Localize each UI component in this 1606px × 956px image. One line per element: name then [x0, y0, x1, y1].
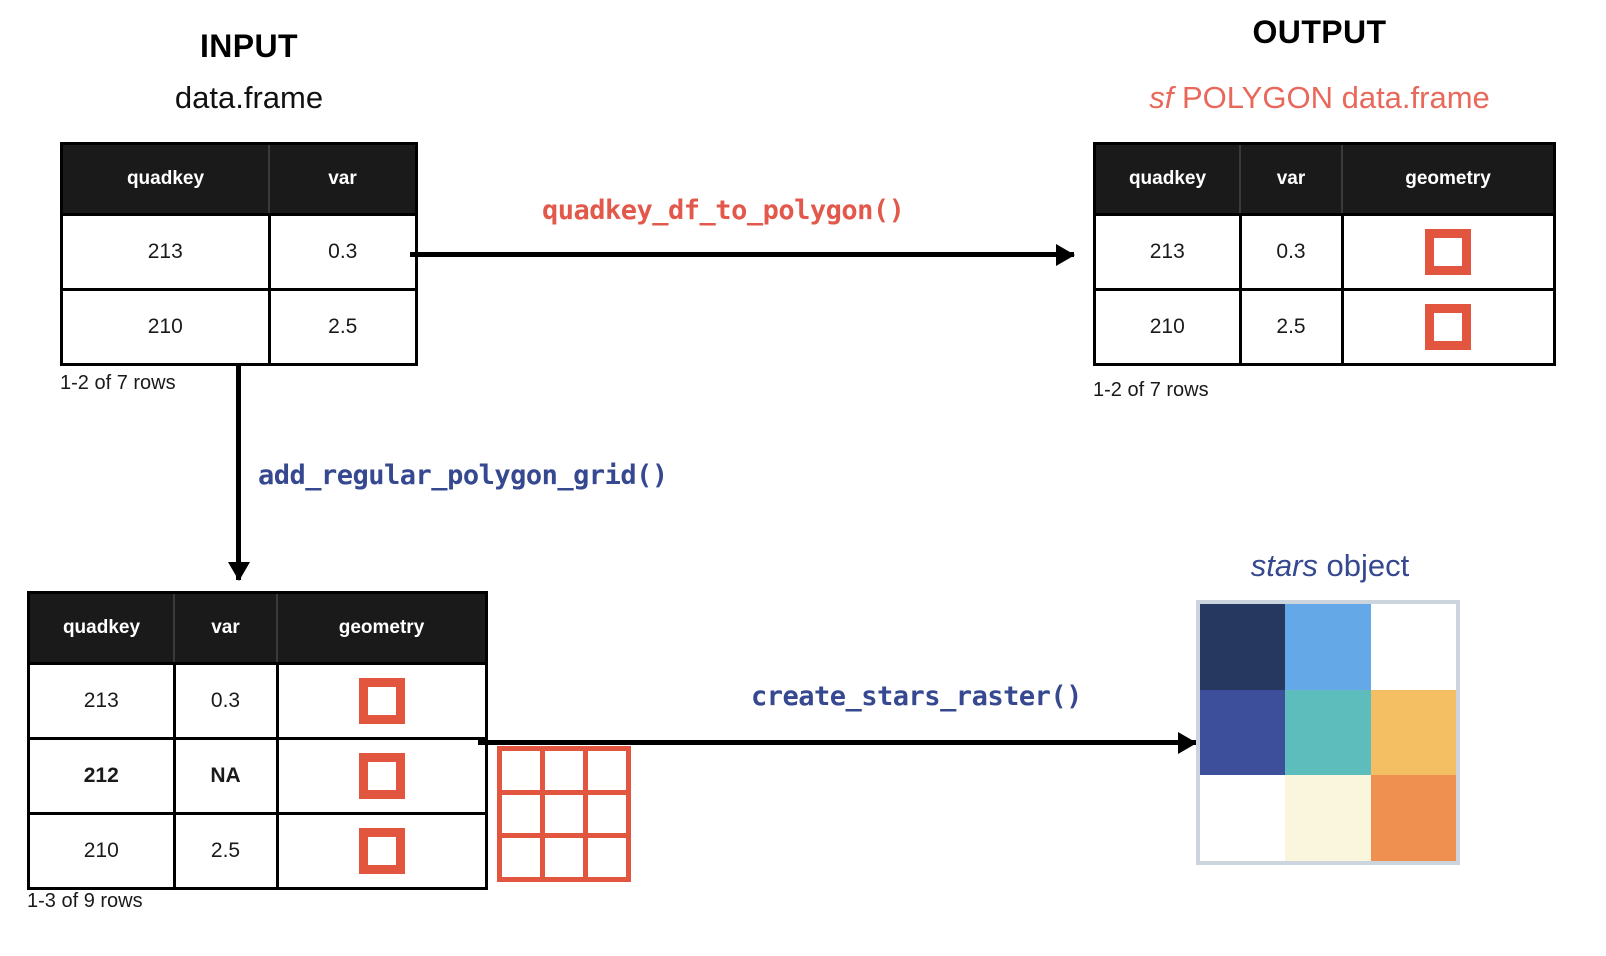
polygon-square-icon — [358, 828, 405, 874]
column-header-quadkey: quadkey — [28, 592, 175, 665]
label-add-regular-polygon-grid: add_regular_polygon_grid() — [258, 460, 668, 491]
polygon-square-icon — [1425, 304, 1472, 350]
cell-geometry — [1342, 214, 1555, 291]
grid-table: quadkey var geometry 213 0.3 212 NA 210 … — [27, 591, 488, 890]
cell-var: 0.3 — [174, 663, 279, 740]
grid-cell — [545, 751, 583, 790]
cell-var: 0.3 — [1240, 214, 1344, 291]
stars-raster — [1196, 600, 1460, 865]
output-subtitle-italic: sf — [1149, 80, 1174, 115]
cell-quadkey: 210 — [61, 289, 271, 365]
table-row: 210 2.5 — [28, 813, 487, 889]
label-quadkey-df-to-polygon: quadkey_df_to_polygon() — [542, 195, 905, 226]
cell-quadkey: 213 — [1094, 214, 1242, 291]
cell-geometry — [277, 738, 487, 815]
grid-cell — [588, 751, 626, 790]
cell-quadkey: 212 — [28, 738, 176, 815]
cell-quadkey: 213 — [61, 214, 271, 291]
cell-geometry — [277, 663, 487, 740]
arrow-input-to-grid-table — [236, 365, 241, 580]
arrow-input-to-output — [410, 252, 1074, 257]
column-header-geometry: geometry — [277, 592, 487, 665]
output-subtitle-rest: POLYGON data.frame — [1173, 80, 1490, 115]
grid-cell — [502, 794, 540, 834]
polygon-square-icon — [358, 678, 405, 724]
output-title: OUTPUT — [1252, 14, 1387, 50]
raster-cell-r2c2 — [1370, 775, 1456, 861]
cell-var: NA — [174, 738, 279, 815]
cell-var: 2.5 — [174, 813, 279, 889]
table-header-row: quadkey var geometry — [28, 592, 487, 665]
polygon-square-icon — [358, 753, 405, 799]
table-row: 213 0.3 — [61, 214, 417, 291]
grid-cell — [502, 838, 540, 877]
table-row: 210 2.5 — [1094, 289, 1555, 365]
grid-cell — [545, 838, 583, 877]
table-row: 213 0.3 — [28, 663, 487, 740]
raster-cell-r0c1 — [1285, 604, 1371, 690]
grid-cell — [588, 838, 626, 877]
cell-var: 2.5 — [269, 289, 417, 365]
cell-geometry — [277, 813, 487, 889]
table-header-row: quadkey var — [61, 143, 417, 216]
input-row-caption: 1-2 of 7 rows — [60, 372, 176, 394]
cell-quadkey: 213 — [28, 663, 176, 740]
input-table-wrap: quadkey var 213 0.3 210 2.5 — [60, 142, 418, 366]
stars-title-italic: stars — [1250, 548, 1318, 583]
raster-cell-r1c1 — [1285, 689, 1371, 776]
table-row: 210 2.5 — [61, 289, 417, 365]
stars-title-rest: object — [1317, 548, 1410, 583]
output-row-caption: 1-2 of 7 rows — [1093, 379, 1209, 401]
table-header-row: quadkey var geometry — [1094, 143, 1555, 216]
input-title: INPUT — [200, 28, 298, 64]
column-header-geometry: geometry — [1342, 143, 1555, 216]
column-header-quadkey: quadkey — [61, 143, 270, 216]
raster-cell-r1c2 — [1370, 689, 1456, 776]
raster-cell-r2c1 — [1285, 775, 1371, 861]
regular-polygon-grid — [497, 746, 631, 882]
grid-table-row-caption: 1-3 of 9 rows — [27, 890, 143, 912]
output-subtitle: sf POLYGON data.frame — [1093, 80, 1546, 116]
cell-quadkey: 210 — [28, 813, 176, 889]
table-row: 213 0.3 — [1094, 214, 1555, 291]
table-row: 212 NA — [28, 738, 487, 815]
column-header-var: var — [174, 592, 278, 665]
input-table: quadkey var 213 0.3 210 2.5 — [60, 142, 418, 366]
column-header-quadkey: quadkey — [1094, 143, 1241, 216]
cell-quadkey: 210 — [1094, 289, 1242, 365]
grid-table-wrap: quadkey var geometry 213 0.3 212 NA 210 … — [27, 591, 488, 890]
raster-cell-r1c0 — [1200, 689, 1286, 776]
stars-title: stars object — [1135, 548, 1525, 584]
polygon-square-icon — [1425, 229, 1472, 275]
input-subtitle: data.frame — [174, 80, 324, 115]
raster-cell-r2c0 — [1200, 775, 1286, 861]
output-table-wrap: quadkey var geometry 213 0.3 210 2.5 — [1093, 142, 1556, 366]
column-header-var: var — [269, 143, 417, 216]
cell-var: 0.3 — [269, 214, 417, 291]
grid-cell — [588, 794, 626, 834]
output-table: quadkey var geometry 213 0.3 210 2.5 — [1093, 142, 1556, 366]
grid-cell — [502, 751, 540, 790]
column-header-var: var — [1240, 143, 1343, 216]
raster-cell-r0c2 — [1370, 604, 1456, 690]
cell-var: 2.5 — [1240, 289, 1344, 365]
raster-cell-r0c0 — [1200, 604, 1286, 690]
label-create-stars-raster: create_stars_raster() — [751, 681, 1082, 712]
arrow-grid-table-to-stars — [478, 740, 1196, 745]
grid-cell — [545, 794, 583, 834]
cell-geometry — [1342, 289, 1555, 365]
